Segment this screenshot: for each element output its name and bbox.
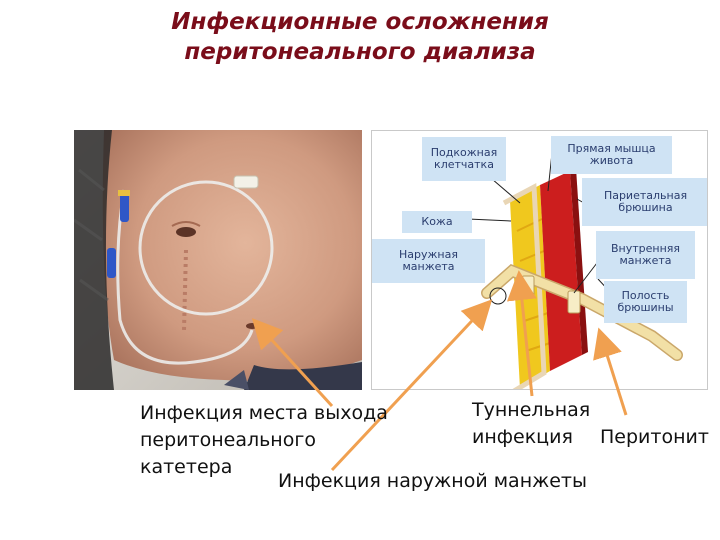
catheter-cross-section-diagram: Подкожная клетчатка Прямая мышца живота … (371, 130, 708, 390)
slide-title-line-1: Инфекционные осложнения (171, 9, 549, 35)
label-inner-cuff: Внутренняя манжета (596, 231, 695, 279)
caption-exit-site-infection: Инфекция места выхода перитонеального ка… (140, 402, 388, 478)
label-rectus-muscle: Прямая мышца живота (551, 136, 672, 174)
caption-peritonitis: Перитонит (600, 426, 709, 448)
outer-cuff-marker (521, 275, 535, 299)
caption-tunnel-infection: Туннельная инфекция (472, 399, 591, 448)
caption-outer-cuff-infection: Инфекция наружной манжеты (278, 470, 587, 492)
parietal-peritoneum-layer (570, 168, 588, 355)
slide-title-line-2: перитонеального диализа (184, 39, 536, 65)
abdomen-photo (74, 130, 362, 390)
label-outer-cuff: Наружная манжета (372, 239, 485, 283)
label-parietal-peritoneum: Париетальная брюшина (582, 178, 707, 226)
label-subcutaneous-tissue: Подкожная клетчатка (422, 137, 506, 181)
catheter (482, 265, 682, 360)
label-skin: Кожа (402, 211, 472, 233)
rectus-muscle-layer (540, 171, 582, 371)
inner-cuff-marker (567, 290, 581, 314)
label-peritoneal-cavity: Полость брюшины (604, 281, 687, 323)
